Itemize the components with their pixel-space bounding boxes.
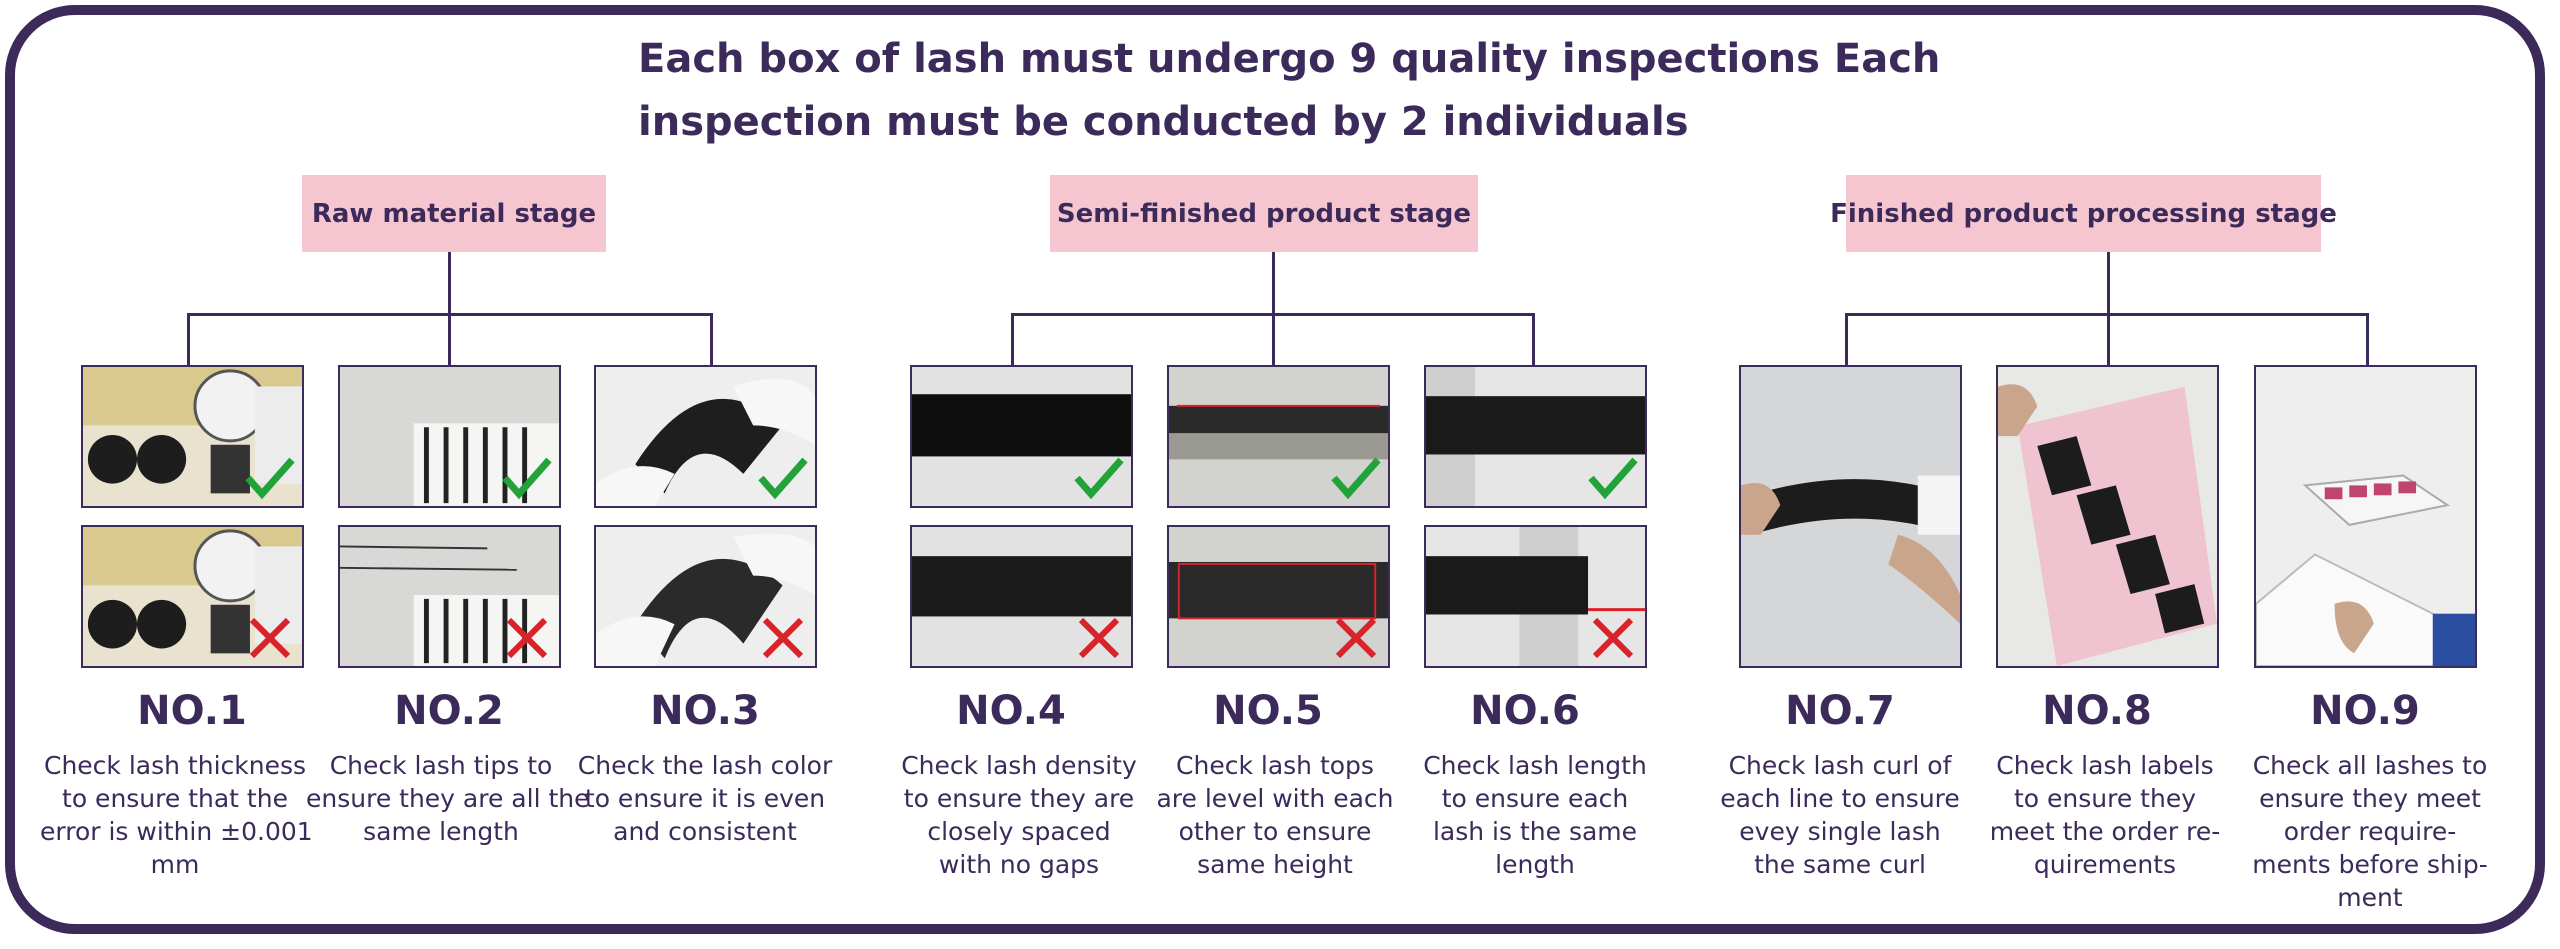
cross-icon [1587,616,1639,660]
inspection-number: NO.8 [2042,688,2152,734]
checkmark-icon [1073,456,1125,500]
photo-no8 [1996,365,2219,668]
connector-line [187,313,190,366]
checkmark-icon [244,456,296,500]
inspection-number: NO.3 [650,688,760,734]
inspection-number: NO.7 [1785,688,1895,734]
inspection-number: NO.2 [394,688,504,734]
stage-finished-processing: Finished product processing stage [1830,175,2337,252]
connector-line [448,313,451,366]
stage-raw-material: Raw material stage [302,175,606,252]
checkmark-icon [1587,456,1639,500]
photo-no6-pass [1424,365,1647,508]
cross-icon [1330,616,1382,660]
checkmark-icon [757,456,809,500]
photo-no1-fail [81,525,304,668]
photo-no2-pass [338,365,561,508]
connector-line [2107,252,2110,314]
connector-line [1532,313,1535,366]
connector-line [2107,313,2110,366]
inspection-number: NO.4 [956,688,1066,734]
page-title: Each box of lash must undergo 9 quality … [638,28,2138,154]
rounded-frame [5,5,2545,934]
cross-icon [501,616,553,660]
photo-no4-pass [910,365,1133,508]
connector-line [1011,313,1014,366]
connector-line [1272,252,1275,314]
checkmark-icon [501,456,553,500]
cross-icon [1073,616,1125,660]
checkmark-icon [1330,456,1382,500]
photo-no7 [1739,365,1962,668]
inspection-number: NO.1 [137,688,247,734]
cross-icon [757,616,809,660]
connector-line [1845,313,1848,366]
connector-line [710,313,713,366]
photo-no5-fail [1167,525,1390,668]
photo-no6-fail [1424,525,1647,668]
inspection-number: NO.6 [1470,688,1580,734]
title-line-2: inspection must be conducted by 2 indivi… [638,99,1689,145]
cross-icon [244,616,296,660]
photo-no3-pass [594,365,817,508]
photo-no9 [2254,365,2477,668]
inspection-number: NO.5 [1213,688,1323,734]
connector-line [1272,313,1275,366]
photo-no3-fail [594,525,817,668]
photo-no5-pass [1167,365,1390,508]
connector-line [2366,313,2369,366]
photo-no2-fail [338,525,561,668]
title-line-1: Each box of lash must undergo 9 quality … [638,36,1941,82]
connector-line [1845,313,2368,316]
inspection-number: NO.9 [2310,688,2420,734]
stage-semi-finished: Semi-finished product stage [1050,175,1478,252]
photo-no1-pass [81,365,304,508]
connector-line [448,252,451,314]
photo-no4-fail [910,525,1133,668]
